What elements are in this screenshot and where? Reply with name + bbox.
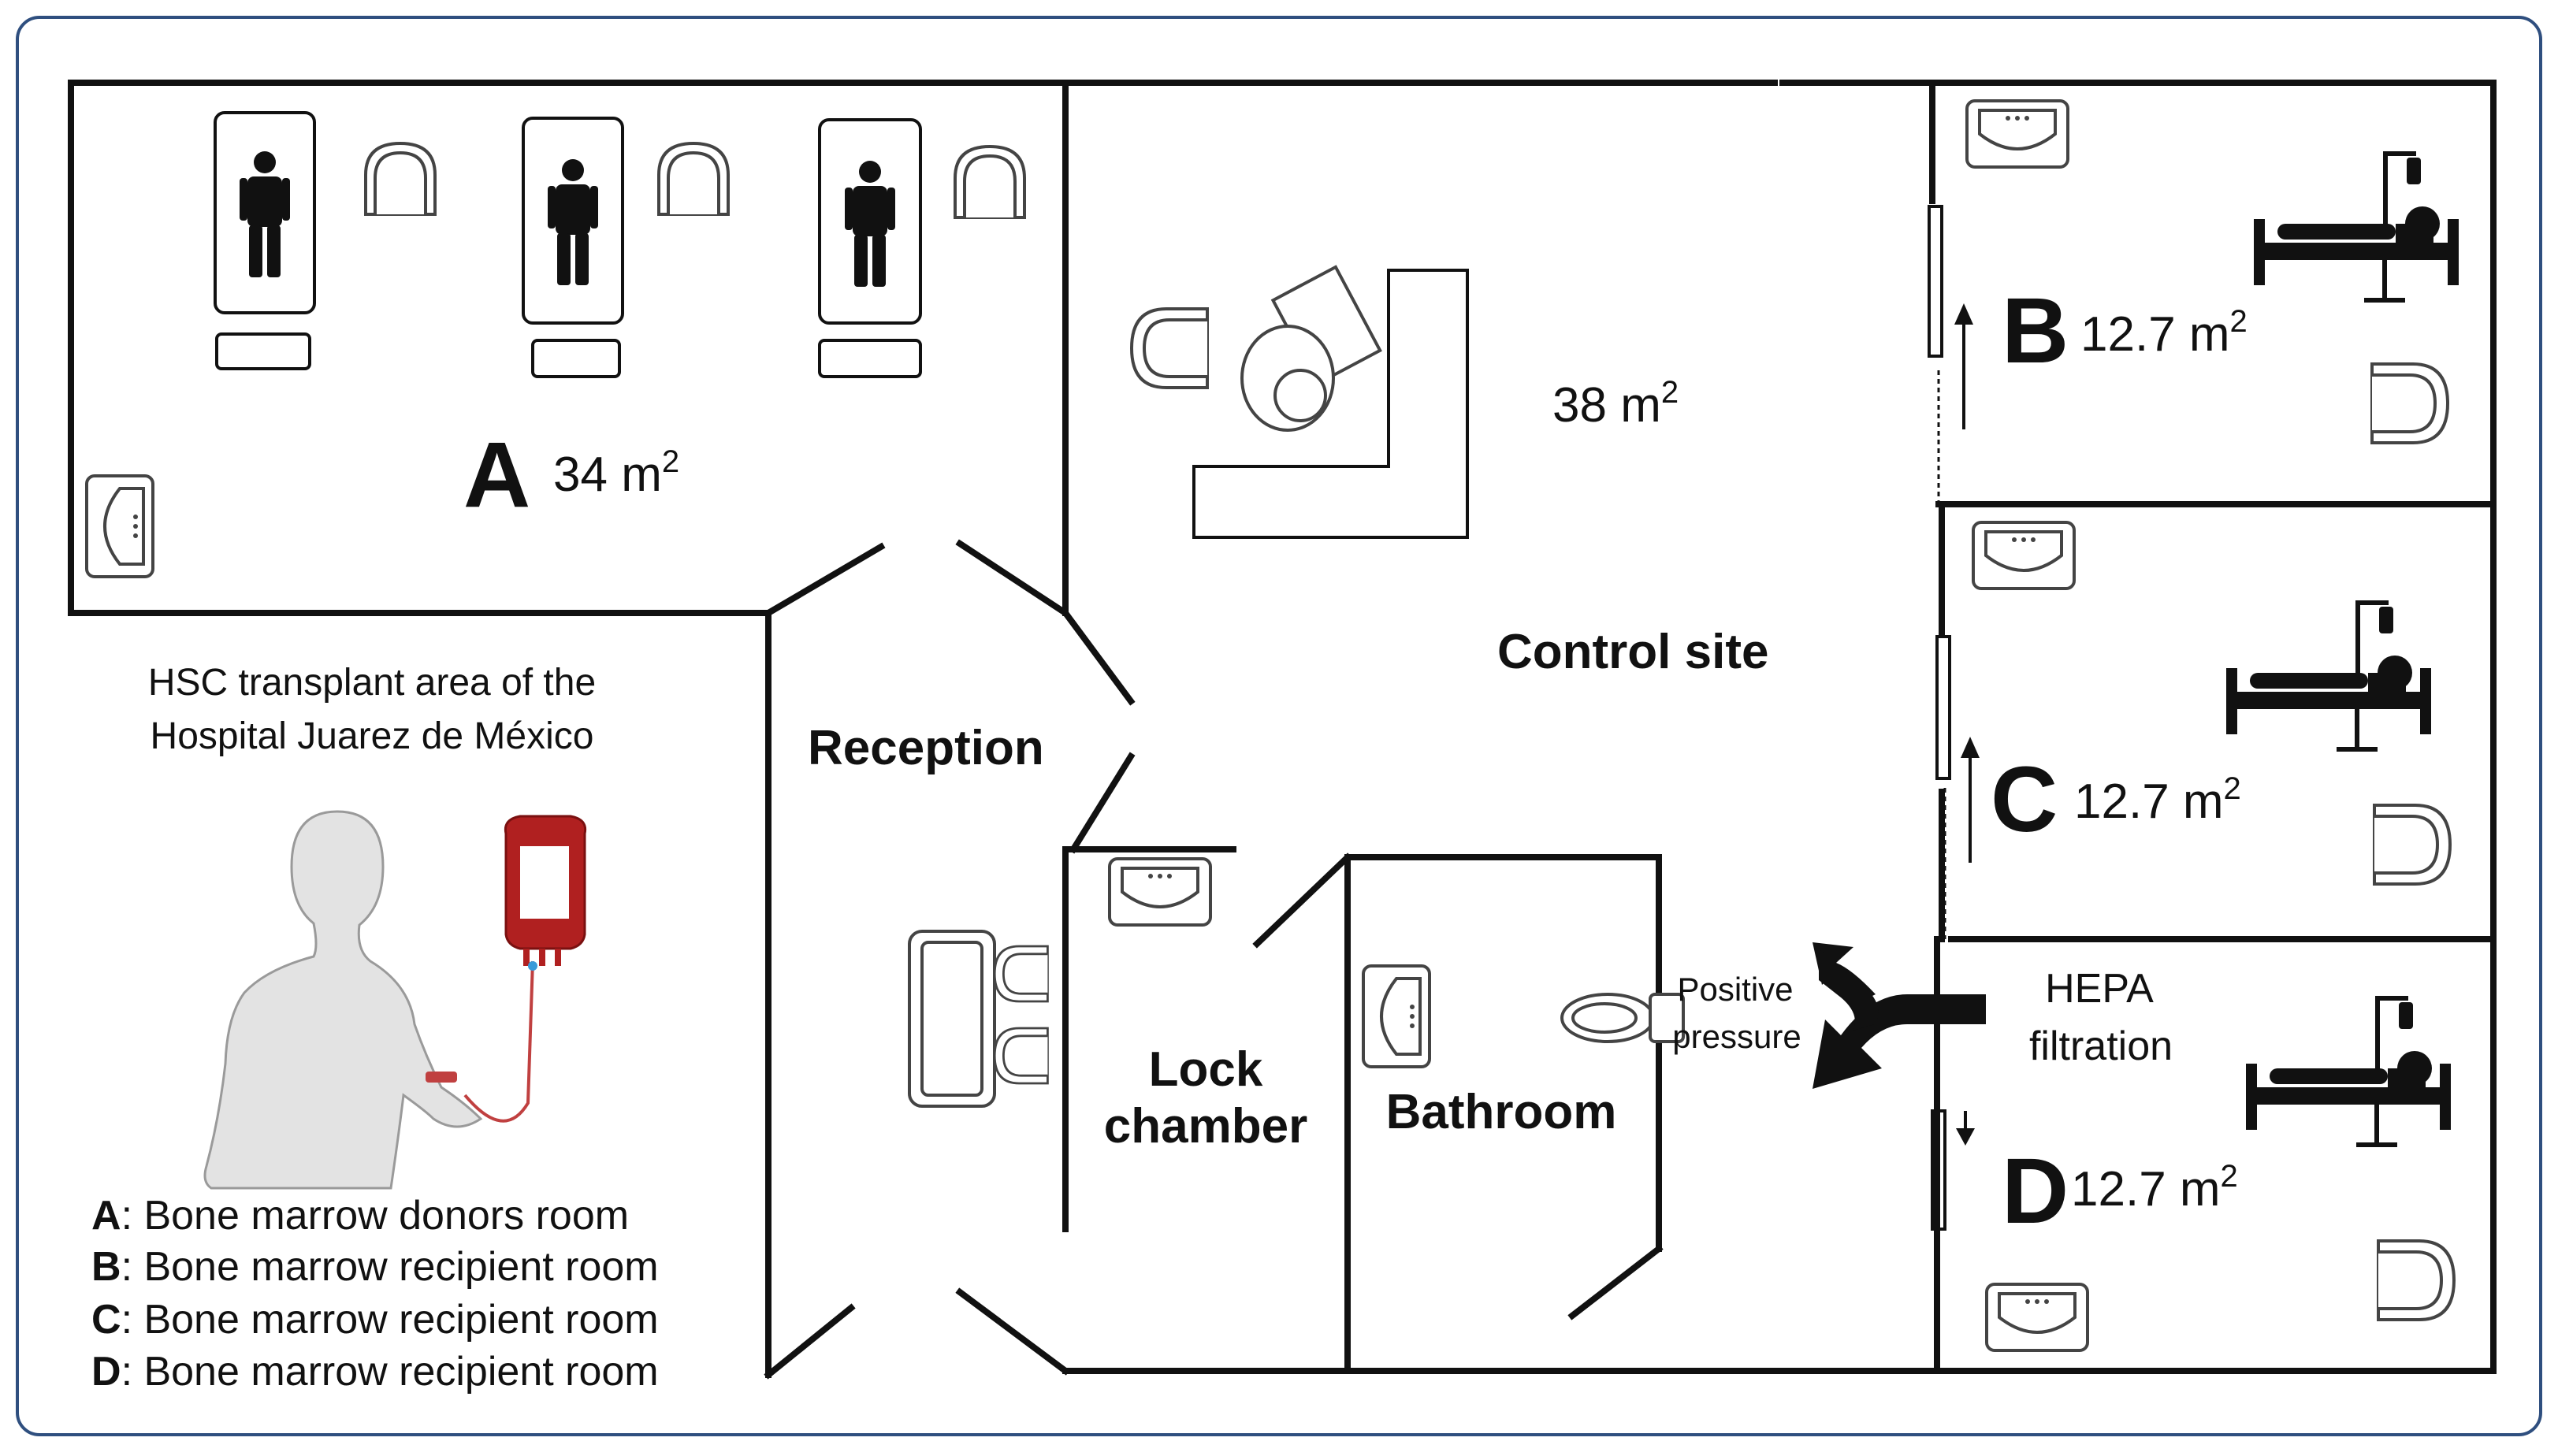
donor-bed-3 (818, 118, 1026, 378)
room-d-area: 12.7 m2 (2071, 1159, 2238, 1216)
sink-icon (1972, 521, 2076, 590)
sink-icon (1108, 857, 1212, 927)
room-b: B 12.7 m2 (1954, 99, 2459, 444)
walls (68, 80, 2497, 1380)
sink-icon (1965, 99, 2069, 169)
legend-item-c: C: Bone marrow recipient room (91, 1297, 659, 1343)
armchair-icon (2377, 1239, 2456, 1321)
title-line1: HSC transplant area of the (148, 662, 596, 704)
bed-icon (2246, 996, 2451, 1147)
room-d: D 12.7 m2 (1956, 996, 2456, 1352)
bathroom-label: Bathroom (1386, 1085, 1617, 1139)
title-line2: Hospital Juarez de México (151, 715, 594, 757)
room-a: A 34 m2 (85, 111, 1026, 578)
room-b-area: 12.7 m2 (2080, 304, 2248, 362)
donor-illustration (203, 810, 587, 1190)
sink-icon (1985, 1283, 2089, 1352)
lock-chamber-label-line1: Lock (1149, 1042, 1263, 1097)
armchair-icon (2370, 362, 2449, 444)
lock-chamber-label-line2: chamber (1104, 1099, 1307, 1153)
legend-item-a: A: Bone marrow donors room (91, 1193, 629, 1239)
room-a-area: 34 m2 (553, 444, 679, 502)
control-area: 38 m2 (1552, 375, 1679, 433)
room-a-letter: A (463, 423, 530, 527)
room-c: C 12.7 m2 (1961, 521, 2452, 886)
legend: A: Bone marrow donors room B: Bone marro… (91, 1193, 659, 1395)
room-c-area: 12.7 m2 (2074, 771, 2241, 829)
sink-icon (1362, 964, 1431, 1068)
reception-bench (908, 930, 1049, 1108)
legend-item-d: D: Bone marrow recipient room (91, 1349, 659, 1395)
bed-icon (2226, 600, 2431, 752)
bed-icon (2254, 151, 2459, 303)
room-d-letter: D (2002, 1139, 2069, 1243)
room-b-letter: B (2002, 279, 2069, 383)
donor-bed-1 (214, 111, 437, 370)
blood-bag-icon (504, 815, 587, 971)
positive-pressure-line2-text: pressure (1672, 1018, 1801, 1055)
armchair-icon (1130, 307, 1209, 389)
room-c-letter: C (1991, 748, 2058, 852)
staff-at-desk-icon (1240, 265, 1382, 432)
airflow-arrows-icon (1813, 942, 1986, 1089)
hepa-label-line1: HEPA (2045, 966, 2154, 1012)
armchair-icon (2373, 804, 2452, 886)
armchair-icon (993, 1027, 1049, 1085)
armchair-icon (993, 945, 1049, 1003)
reception-label: Reception (808, 721, 1044, 775)
control-site: 38 m2 Control site (1130, 265, 1768, 679)
legend-item-b: B: Bone marrow recipient room (91, 1244, 659, 1290)
hepa-label-line2: filtration (2029, 1023, 2173, 1069)
donor-bed-2 (522, 117, 730, 378)
outer-frame (16, 16, 2542, 1436)
control-site-label: Control site (1497, 625, 1768, 679)
control-desk (1192, 269, 1469, 539)
positive-pressure-line1: Positive (1677, 971, 1793, 1008)
sink-icon (85, 474, 154, 578)
toilet-icon (1560, 993, 1685, 1043)
